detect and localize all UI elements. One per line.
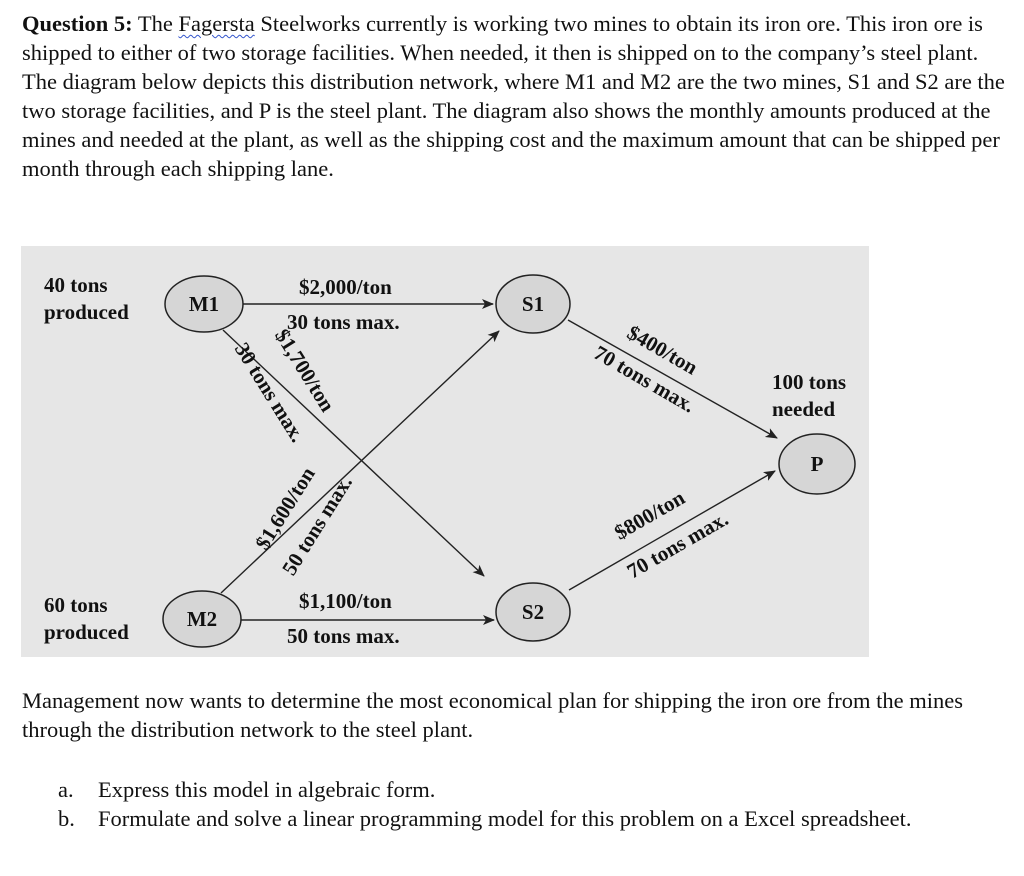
m2-supply-amount: 60 tons [44,593,108,617]
m1-supply-label: produced [44,300,129,324]
node-s1 [495,274,571,334]
company-name: Fagersta [178,11,255,36]
m1-supply-amount: 40 tons [44,273,108,297]
node-p-label: P [811,452,824,476]
network-svg: M1 M2 S1 S2 P 40 tons produced 60 tons p… [44,273,856,648]
p-demand-amount: 100 tons [772,370,846,394]
lane-m1-s2-arrow [222,329,485,577]
node-m1-label: M1 [189,292,219,316]
lane-s1-p-arrow [567,319,778,439]
node-m1 [164,275,244,333]
lane-m2-s2-cost: $1,100/ton [299,589,392,613]
lane-s2-p-arrow [568,470,776,591]
task-b-text: Formulate and solve a linear programming… [98,806,912,831]
lane-m1-s1-max: 30 tons max. [287,310,400,334]
lane-m2-s2-max: 50 tons max. [287,624,400,648]
lane-m2-s1-arrow [220,330,500,594]
task-b-letter: b. [58,806,75,831]
question-label: Question 5: [22,11,133,36]
question-text-start: The [137,11,173,36]
node-m2-label: M2 [187,607,217,631]
m2-supply-label: produced [44,620,129,644]
node-p [778,433,856,495]
task-b: b. Formulate and solve a linear programmi… [58,804,918,833]
question-text-rest: Steelworks currently is working two mine… [22,11,1005,181]
node-m2 [162,590,242,648]
distribution-network-diagram: M1 M2 S1 S2 P 40 tons produced 60 tons p… [21,246,869,657]
followup-paragraph: Management now wants to determine the mo… [22,688,964,742]
task-a-letter: a. [58,777,74,802]
lane-m1-s1-cost: $2,000/ton [299,275,392,299]
node-s1-label: S1 [522,292,544,316]
task-a-text: Express this model in algebraic form. [98,777,436,802]
p-demand-label: needed [772,397,835,421]
node-s2-label: S2 [522,600,544,624]
task-a: a. Express this model in algebraic form. [58,775,918,804]
node-s2 [495,582,571,642]
question-paragraph: Question 5: The Fagersta Steelworks curr… [22,9,1007,183]
